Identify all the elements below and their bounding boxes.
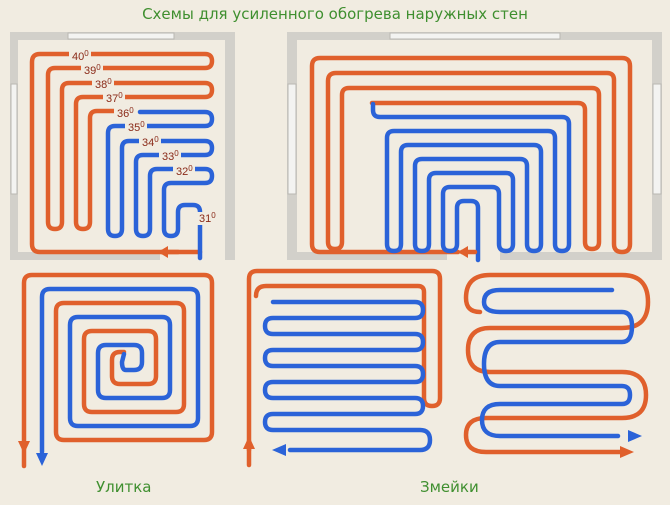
- temperature-label-bg: [103, 92, 125, 105]
- window-left: [10, 83, 18, 195]
- caption-snail: Улитка: [96, 478, 152, 496]
- temperature-label-bg: [81, 64, 103, 77]
- degree-mark: 0: [96, 63, 101, 72]
- degree-mark: 0: [174, 149, 179, 158]
- pipe-return-corner: [105, 109, 215, 261]
- scheme-serpentine-2: [463, 272, 651, 458]
- wall-bottom: [10, 252, 160, 260]
- pipe-supply-serpentine-1: [246, 268, 443, 453]
- degree-mark: 0: [107, 77, 112, 86]
- serpentine-1-arrows: [243, 436, 286, 468]
- room-wall: [287, 32, 662, 260]
- temperature-label-bg: [159, 150, 181, 163]
- window-top-2: [389, 32, 561, 40]
- scheme-corner-loops: [29, 51, 215, 261]
- degree-mark: 0: [118, 91, 123, 100]
- degree-mark: 0: [188, 164, 193, 173]
- scheme-serpentine-1: [243, 268, 443, 468]
- temperature-label-bg: [139, 136, 161, 149]
- wall-arrow: [458, 246, 478, 258]
- scheme-snail: [18, 272, 215, 469]
- corner-arrow: [158, 246, 181, 258]
- pipe-return-serpentine-1: [262, 299, 433, 453]
- room-corner: [10, 32, 235, 260]
- wall-bottom-2-right: [500, 252, 662, 260]
- temperature-label-bg: [196, 212, 218, 225]
- degree-mark: 0: [84, 49, 89, 58]
- pipe-supply-snail: [21, 272, 215, 449]
- window-side-2-right: [652, 83, 662, 195]
- pipe-return-serpentine-2: [479, 287, 635, 439]
- interior-wall-right: [225, 32, 235, 260]
- pipe-supply-wall: [309, 55, 633, 255]
- pipe-supply-serpentine-2: [463, 272, 651, 455]
- pipe-return-snail: [39, 286, 201, 455]
- degree-mark: 0: [211, 211, 216, 220]
- pipe-return-wall: [370, 101, 572, 263]
- temperature-label-bg: [69, 50, 91, 63]
- pipe-supply-corner: [29, 51, 215, 255]
- degree-mark: 0: [129, 106, 134, 115]
- degree-mark: 0: [154, 135, 159, 144]
- window-top: [67, 32, 175, 40]
- serpentine-2-arrows: [620, 430, 642, 458]
- temperature-label-bg: [125, 121, 147, 134]
- temperature-label-bg: [92, 78, 114, 91]
- scheme-wall-arches: [309, 55, 633, 263]
- wall-bottom-2-left: [287, 252, 447, 260]
- caption-serpentines: Змейки: [420, 478, 479, 496]
- window-side-2-left: [287, 83, 297, 195]
- temperature-label-bg: [114, 107, 136, 120]
- diagram-title: Схемы для усиленного обогрева наружных с…: [142, 5, 528, 23]
- temperature-label-bg: [173, 165, 195, 178]
- degree-mark: 0: [140, 120, 145, 129]
- snail-arrows: [18, 441, 48, 469]
